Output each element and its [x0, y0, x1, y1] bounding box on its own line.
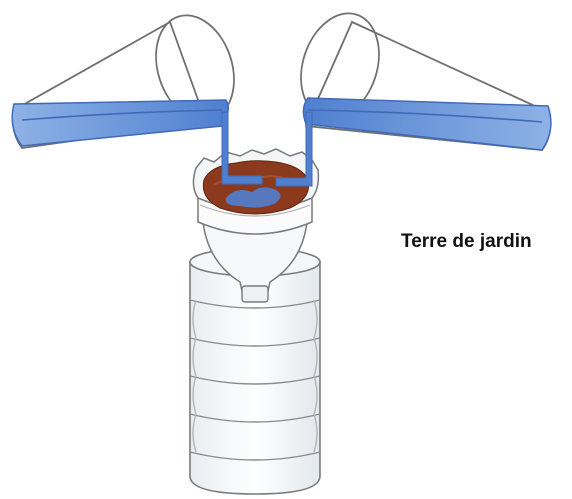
- left-beaker: [12, 5, 262, 184]
- left-beaker-water: [12, 100, 228, 146]
- right-beaker-water: [303, 98, 550, 150]
- garden-soil-label: Terre de jardin: [401, 232, 532, 251]
- funnel-neck: [242, 286, 268, 302]
- right-beaker: [276, 3, 551, 186]
